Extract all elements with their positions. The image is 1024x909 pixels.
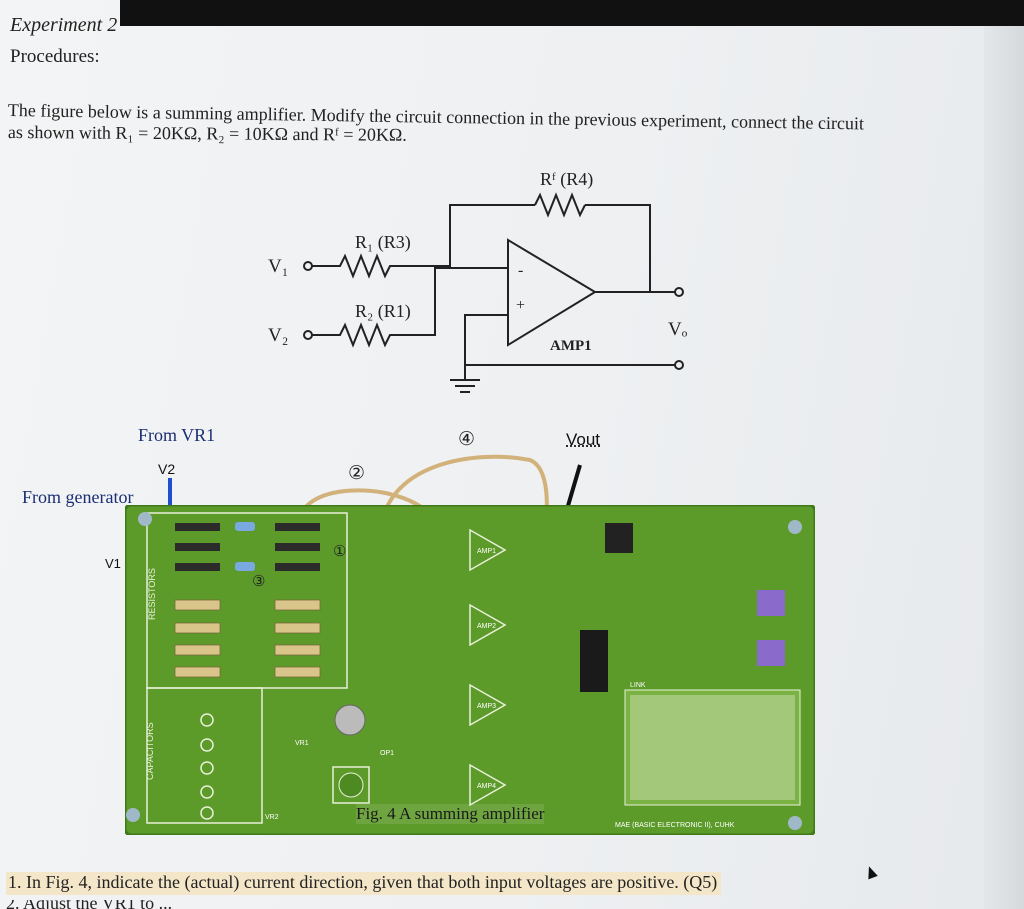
amp3-silkscreen: AMP3 [477, 703, 496, 710]
capacitors-silkscreen: CAPACITORS [145, 722, 155, 780]
board-footer-silkscreen: MAE (BASIC ELECTRONIC II), CUHK [615, 822, 735, 829]
summing-amplifier-schematic: Rᶠ (R4) R₁ (R3) R₂ (R1) V₁ V₂ Vₒ - + AMP… [268, 169, 688, 393]
r1-label: R₁ (R3) [355, 232, 411, 253]
r2-label: R₂ (R1) [355, 301, 411, 322]
step-1-marker: ① [333, 544, 347, 560]
op1-silkscreen: OP1 [380, 750, 394, 757]
figure-caption: Fig. 4 A summing amplifier [356, 804, 545, 824]
question-2-text: 2. Adjust the VR1 to ... [6, 900, 306, 909]
link-silkscreen: LINK [630, 682, 646, 689]
circuit-board-photo: RESISTORS CAPACITORS VR1 VR2 OP1 AMP1 AM… [125, 505, 815, 835]
mouse-cursor-icon [864, 864, 878, 880]
v1-label: V₁ [268, 256, 288, 277]
page-edge-shadow [984, 26, 1024, 909]
monitor-bezel [120, 0, 1024, 26]
from-vr1-label: From VR1 [138, 425, 216, 445]
from-generator-label: From generator [22, 487, 134, 507]
v2-wire-label: V2 [158, 461, 176, 477]
vo-label: Vₒ [668, 319, 688, 340]
resistors-silkscreen: RESISTORS [147, 568, 157, 620]
question-2-partial: 2. Adjust the VR1 to ... [6, 900, 306, 909]
amp1-silkscreen: AMP1 [477, 548, 496, 555]
v1-wire-label: V1 [105, 556, 121, 571]
vout-label: Vout [566, 430, 601, 449]
amp2-silkscreen: AMP2 [477, 623, 496, 630]
plus-input-label: + [516, 297, 525, 314]
minus-input-label: - [518, 262, 523, 279]
vr1-silkscreen: VR1 [295, 740, 309, 747]
vr2-silkscreen: VR2 [265, 814, 279, 821]
experiment-title: Experiment 2 [10, 14, 118, 36]
v2-label: V₂ [268, 325, 288, 346]
amp1-label: AMP1 [550, 338, 592, 354]
amp4-silkscreen: AMP4 [477, 783, 496, 790]
procedures-heading: Procedures: [10, 46, 100, 67]
step-4-marker: ④ [458, 429, 476, 450]
step-3-marker: ③ [252, 574, 266, 590]
step-2-marker: ② [348, 463, 366, 484]
instruction-line-2: as shown with R₁ = 20KΩ, R₂ = 10KΩ and R… [7, 122, 407, 145]
rf-label: Rᶠ (R4) [540, 169, 593, 190]
question-1: 1. In Fig. 4, indicate the (actual) curr… [6, 872, 722, 895]
